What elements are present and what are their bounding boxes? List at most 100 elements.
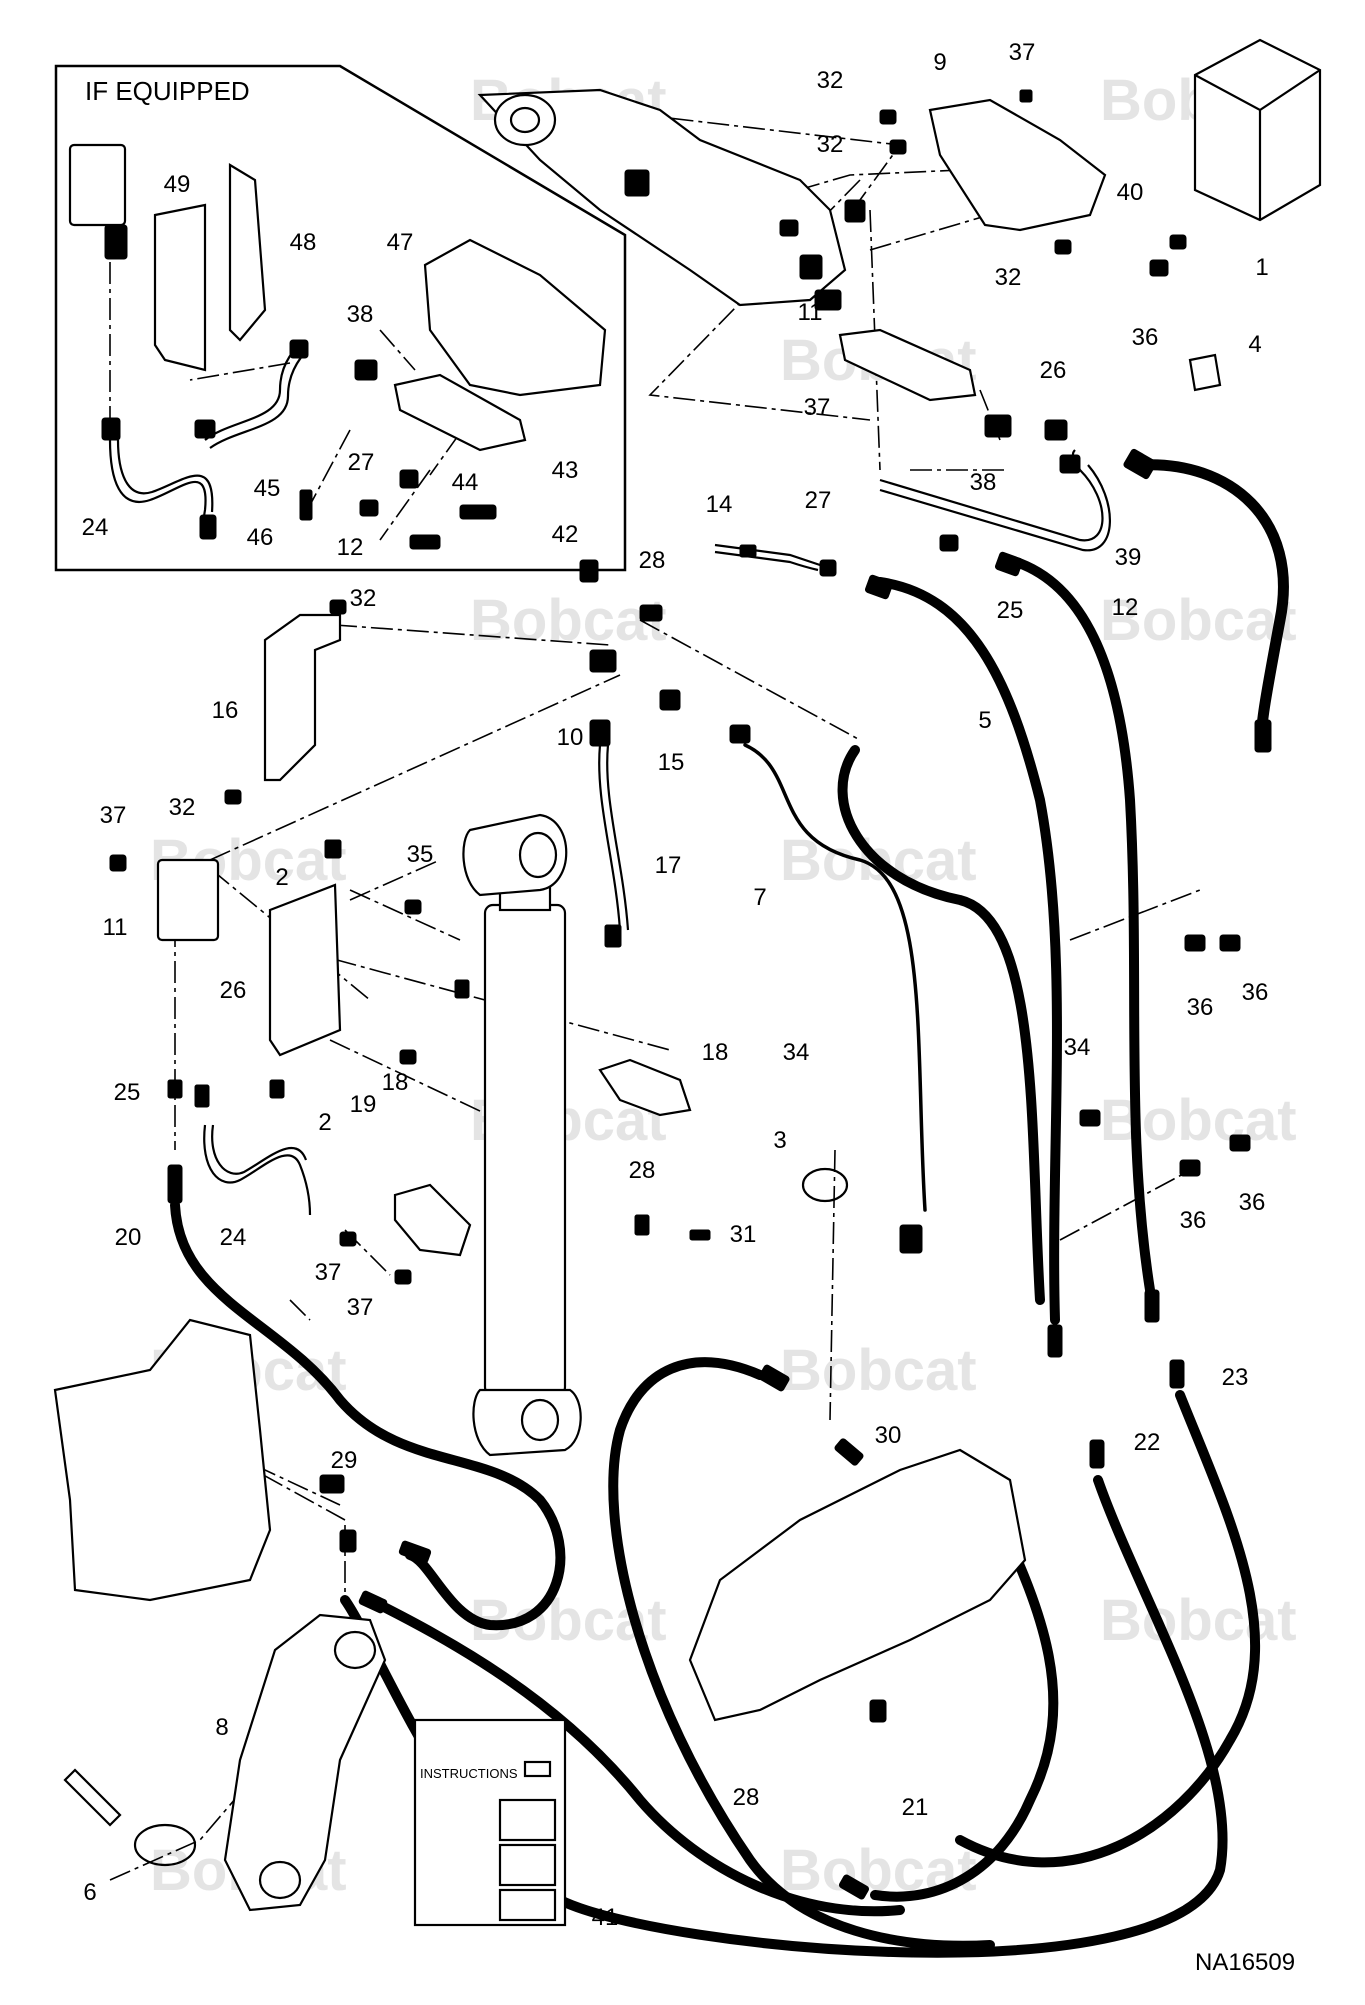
kit-box-1-edge — [1194, 69, 1321, 220]
callout-8: 8 — [215, 1714, 228, 1741]
shield-47 — [423, 238, 607, 397]
callout-34: 34 — [1064, 1034, 1091, 1061]
callout-30: 30 — [875, 1422, 902, 1449]
valve-11-top — [838, 328, 977, 402]
callout-25: 25 — [114, 1079, 141, 1106]
tube-24-inset-b — [116, 439, 214, 513]
instructions-icon — [523, 1760, 552, 1778]
hose-5 — [875, 577, 1062, 1325]
instructions-picture — [498, 1798, 557, 1842]
pin-6 — [63, 1768, 122, 1827]
callout-38: 38 — [970, 469, 997, 496]
tube-45 — [204, 347, 297, 441]
cylinder-eye-hole — [518, 831, 558, 879]
cover-9 — [928, 98, 1107, 232]
callout-37: 37 — [100, 802, 127, 829]
callout-4: 4 — [1248, 331, 1261, 358]
callout-17: 17 — [655, 852, 682, 879]
callout-22: 22 — [1134, 1429, 1161, 1456]
bracket-48 — [228, 163, 267, 342]
callout-32: 32 — [350, 585, 377, 612]
hose-7 — [743, 743, 927, 1212]
inset-title: IF EQUIPPED — [85, 76, 250, 106]
tube-24-b — [211, 1124, 308, 1175]
valve-11 — [156, 858, 220, 942]
callout-12: 12 — [337, 534, 364, 561]
callout-39: 39 — [1115, 544, 1142, 571]
housing-port-inner — [509, 106, 541, 134]
loader-base — [53, 1318, 272, 1602]
callout-5: 5 — [978, 707, 991, 734]
tube-39-b — [879, 464, 1111, 552]
callout-42: 42 — [552, 521, 579, 548]
callout-32: 32 — [169, 794, 196, 821]
bracket-16 — [263, 613, 342, 782]
callout-37: 37 — [804, 394, 831, 421]
callout-16: 16 — [212, 697, 239, 724]
callout-28: 28 — [733, 1784, 760, 1811]
callout-2: 2 — [318, 1109, 331, 1136]
callout-3: 3 — [773, 1127, 786, 1154]
callout-15: 15 — [658, 749, 685, 776]
callout-19: 19 — [350, 1091, 377, 1118]
hoses — [170, 459, 1289, 1958]
tube-14-b — [714, 550, 819, 572]
cylinder-eye-bottom-hole — [520, 1398, 560, 1442]
callout-46: 46 — [247, 524, 274, 551]
instructions-label: INSTRUCTIONS — [420, 1766, 518, 1781]
callout-labels: 1223456789101111121213141516171818192021… — [82, 39, 1269, 1931]
callout-37: 37 — [315, 1259, 342, 1286]
callout-37: 37 — [1009, 39, 1036, 66]
watermark: Bobcat — [1100, 1588, 1297, 1653]
callout-27: 27 — [805, 487, 832, 514]
cylinder-housing — [477, 88, 847, 307]
callout-29: 29 — [331, 1447, 358, 1474]
tie-strap-3 — [801, 1167, 849, 1203]
arm-bore-bottom — [258, 1860, 302, 1900]
valve-43 — [393, 373, 527, 452]
callout-6: 6 — [83, 1879, 96, 1906]
tube-17 — [598, 744, 622, 931]
hose-13 — [1134, 459, 1289, 736]
parts — [53, 38, 1322, 1927]
callout-26: 26 — [1040, 357, 1067, 384]
inset-frame — [54, 64, 627, 572]
callout-40: 40 — [1117, 179, 1144, 206]
bracket-19 — [268, 883, 342, 1057]
hose-21 — [870, 1515, 1059, 1902]
callout-35: 35 — [407, 841, 434, 868]
instructions-picture — [498, 1843, 557, 1887]
callout-28: 28 — [639, 547, 666, 574]
callout-28: 28 — [629, 1157, 656, 1184]
tube-24 — [203, 1124, 312, 1216]
callout-2: 2 — [275, 864, 288, 891]
callout-10: 10 — [557, 724, 584, 751]
hose-30 — [608, 1357, 995, 1951]
callout-37: 37 — [347, 1294, 374, 1321]
callout-34: 34 — [783, 1039, 810, 1066]
kit-box-1 — [1193, 38, 1322, 222]
callout-47: 47 — [387, 229, 414, 256]
callout-45: 45 — [254, 475, 281, 502]
lift-cylinder — [483, 903, 567, 1397]
callout-36: 36 — [1180, 1207, 1207, 1234]
hose-20 — [170, 1200, 566, 1631]
pin-ring — [133, 1823, 197, 1867]
callout-11: 11 — [103, 914, 128, 941]
callout-41: 41 — [592, 1904, 619, 1931]
callout-27: 27 — [348, 449, 375, 476]
callout-49: 49 — [164, 171, 191, 198]
callout-36: 36 — [1242, 979, 1269, 1006]
callout-11: 11 — [798, 299, 823, 326]
callout-24: 24 — [82, 514, 109, 541]
drawing-id: NA16509 — [1195, 1949, 1295, 1976]
tube-17-b — [606, 744, 630, 931]
tube-14 — [714, 543, 821, 567]
callout-24: 24 — [220, 1224, 247, 1251]
callout-21: 21 — [902, 1794, 929, 1821]
callout-14: 14 — [706, 491, 733, 518]
callout-44: 44 — [452, 469, 479, 496]
callout-9: 9 — [933, 49, 946, 76]
clamp-18-lower — [393, 1183, 472, 1257]
